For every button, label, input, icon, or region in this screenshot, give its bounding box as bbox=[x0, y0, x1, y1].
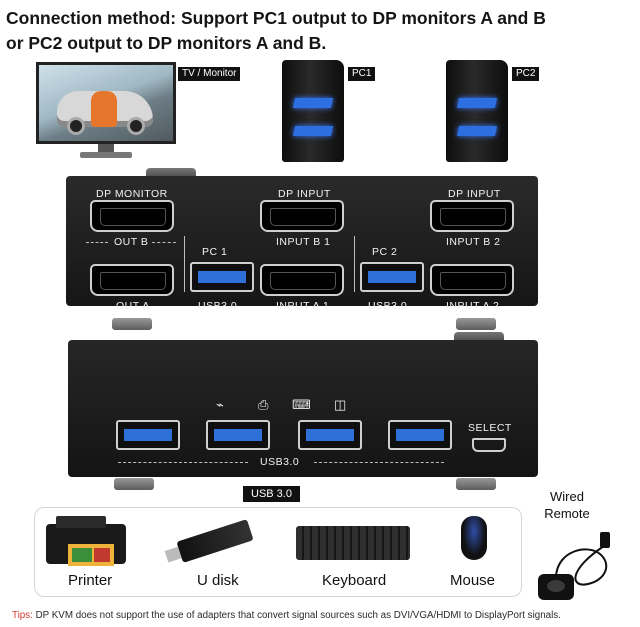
tv-monitor-image bbox=[36, 62, 176, 160]
dp-port-out-a[interactable] bbox=[90, 264, 174, 296]
monitor-stand bbox=[98, 144, 114, 154]
dp-port-out-b[interactable] bbox=[90, 200, 174, 232]
divider bbox=[314, 462, 444, 463]
printer-label: Printer bbox=[68, 572, 113, 589]
monitor-screen bbox=[36, 62, 176, 144]
panel-foot bbox=[112, 318, 152, 330]
panel-foot bbox=[456, 318, 496, 330]
dp-monitor-label: DP MONITOR bbox=[96, 188, 168, 200]
connection-method-heading: Connection method: Support PC1 output to… bbox=[6, 6, 634, 56]
mouse-icon: ◫ bbox=[334, 397, 347, 412]
pc-light bbox=[292, 126, 334, 136]
pc1-tower-image bbox=[282, 60, 344, 162]
divider bbox=[118, 462, 248, 463]
input-a2-label: INPUT A 2 bbox=[446, 300, 500, 312]
remote-line-2: Remote bbox=[544, 506, 590, 521]
keyboard-image bbox=[296, 526, 410, 560]
heading-line-2: or PC2 output to DP monitors A and B. bbox=[6, 33, 327, 53]
car-stripe bbox=[91, 91, 117, 127]
u-disk-label: U disk bbox=[197, 572, 239, 589]
tips-text: DP KVM does not support the use of adapt… bbox=[32, 610, 561, 621]
usb-left-label: USB3.0 bbox=[198, 300, 238, 312]
usb-3-tag: USB 3.0 bbox=[243, 486, 300, 502]
monitor-base bbox=[80, 152, 132, 158]
out-b-label: OUT B bbox=[114, 236, 149, 248]
remote-line-1: Wired bbox=[550, 489, 584, 504]
dp-input-2-label: DP INPUT bbox=[448, 188, 501, 200]
dp-input-1-label: DP INPUT bbox=[278, 188, 331, 200]
printer-icon: ⎙ bbox=[258, 397, 269, 412]
pc1-group-label: PC 1 bbox=[202, 246, 228, 258]
peripherals-box bbox=[34, 507, 522, 597]
keyboard-label: Keyboard bbox=[322, 572, 387, 589]
panel-foot bbox=[114, 478, 154, 490]
mouse-label: Mouse bbox=[450, 572, 496, 589]
car-wheel bbox=[67, 117, 85, 135]
kvm-rear-panel: ⌁ ⎙ ⌨ ◫ USB3.0 SELECT bbox=[68, 340, 538, 477]
panel-foot bbox=[456, 478, 496, 490]
dp-port-input-b1[interactable] bbox=[260, 200, 344, 232]
usb-port-pc2[interactable] bbox=[360, 262, 424, 292]
pc1-label: PC1 bbox=[348, 67, 376, 81]
pc-light bbox=[292, 98, 334, 108]
tips-note: Tips: DP KVM does not support the use of… bbox=[12, 610, 561, 621]
wired-remote-label: Wired Remote bbox=[540, 488, 594, 522]
usb-drive-icon: ⌁ bbox=[216, 397, 224, 412]
pc-light bbox=[456, 98, 498, 108]
pc2-group-label: PC 2 bbox=[372, 246, 398, 258]
usb-port-2[interactable] bbox=[206, 420, 270, 450]
remote-plug bbox=[600, 532, 610, 548]
pc2-label: PC2 bbox=[512, 67, 540, 81]
divider bbox=[184, 236, 185, 292]
divider bbox=[152, 242, 176, 243]
dp-port-input-b2[interactable] bbox=[430, 200, 514, 232]
out-a-label: OUT A bbox=[116, 300, 150, 312]
usb30-label: USB3.0 bbox=[260, 456, 300, 468]
wired-remote-button[interactable] bbox=[538, 574, 574, 600]
input-a1-label: INPUT A 1 bbox=[276, 300, 330, 312]
tips-prefix: Tips: bbox=[12, 610, 33, 621]
keyboard-icon: ⌨ bbox=[292, 397, 311, 412]
select-label: SELECT bbox=[468, 422, 512, 434]
printer-image bbox=[46, 516, 126, 566]
divider bbox=[354, 236, 355, 292]
select-button[interactable] bbox=[472, 438, 506, 452]
dp-port-input-a2[interactable] bbox=[430, 264, 514, 296]
pc-light bbox=[456, 126, 498, 136]
divider bbox=[86, 242, 108, 243]
usb-port-4[interactable] bbox=[388, 420, 452, 450]
usb-port-1[interactable] bbox=[116, 420, 180, 450]
dp-port-input-a1[interactable] bbox=[260, 264, 344, 296]
input-b1-label: INPUT B 1 bbox=[276, 236, 331, 248]
usb-mid-label: USB3.0 bbox=[368, 300, 408, 312]
usb-port-pc1[interactable] bbox=[190, 262, 254, 292]
mouse-image bbox=[461, 516, 487, 560]
tv-monitor-label: TV / Monitor bbox=[178, 67, 241, 81]
usb-port-3[interactable] bbox=[298, 420, 362, 450]
kvm-front-panel: DP MONITOR OUT B OUT A PC 1 USB3.0 DP IN… bbox=[66, 176, 538, 312]
heading-line-1: Connection method: Support PC1 output to… bbox=[6, 8, 546, 28]
remote-cable bbox=[555, 545, 608, 586]
input-b2-label: INPUT B 2 bbox=[446, 236, 501, 248]
car-wheel bbox=[127, 117, 145, 135]
pc2-tower-image bbox=[446, 60, 508, 162]
